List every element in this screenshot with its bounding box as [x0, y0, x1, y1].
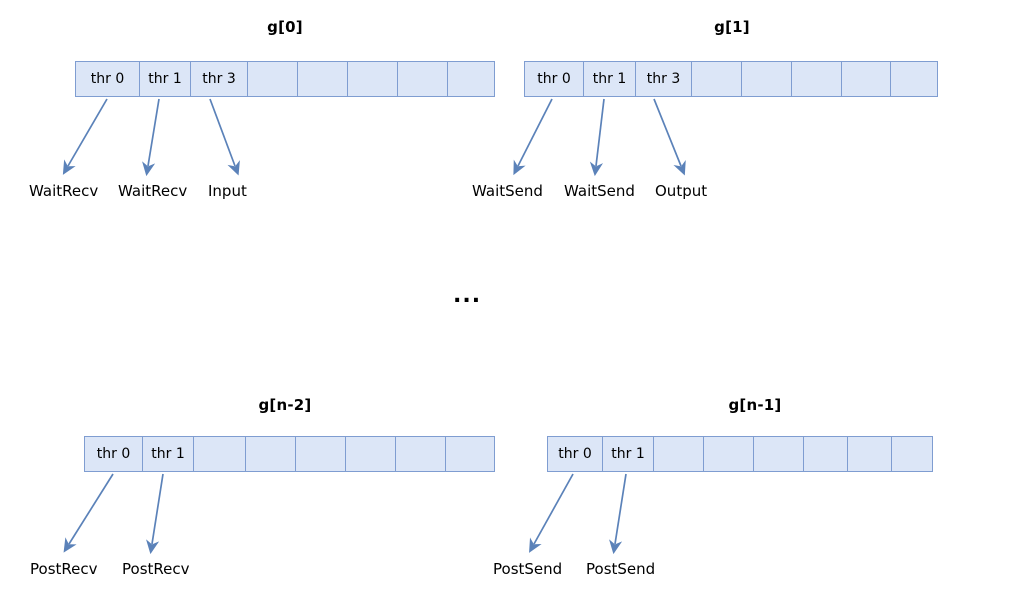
thread-cell[interactable]: thr 1: [584, 62, 636, 96]
group-title-g0: g[0]: [267, 18, 303, 36]
thread-cell-empty[interactable]: [246, 437, 296, 471]
group-title-gn1: g[n-1]: [728, 396, 782, 414]
thread-cell[interactable]: thr 0: [85, 437, 143, 471]
group-label-g1-0: WaitSend: [472, 182, 543, 200]
arrow-to-label: [589, 98, 605, 177]
thread-cell-empty[interactable]: [792, 62, 842, 96]
thread-cell[interactable]: thr 1: [143, 437, 194, 471]
thread-cell-empty[interactable]: [892, 437, 932, 471]
group-bar-g1: thr 0 thr 1 thr 3: [524, 61, 938, 97]
arrow-group-g1: [513, 98, 686, 177]
thread-cell-empty[interactable]: [296, 437, 346, 471]
thread-cell[interactable]: thr 0: [76, 62, 140, 96]
arrow-to-label: [209, 98, 240, 176]
thread-cell-empty[interactable]: [804, 437, 848, 471]
thread-cell[interactable]: thr 1: [140, 62, 191, 96]
thread-cell-empty[interactable]: [398, 62, 448, 96]
thread-cell-empty[interactable]: [654, 437, 704, 471]
group-title-gn2: g[n-2]: [258, 396, 312, 414]
group-label-g1-2: Output: [655, 182, 708, 200]
thread-cell-empty[interactable]: [842, 62, 891, 96]
arrow-to-label: [146, 473, 164, 555]
arrow-group-gn1: [529, 473, 627, 555]
group-title-g1: g[1]: [714, 18, 750, 36]
group-label-gn1-1: PostSend: [586, 560, 656, 578]
thread-cell-empty[interactable]: [346, 437, 396, 471]
thread-cell[interactable]: thr 3: [191, 62, 248, 96]
thread-cell-empty[interactable]: [742, 62, 792, 96]
group-label-gn2-0: PostRecv: [30, 560, 98, 578]
thread-cell-empty[interactable]: [348, 62, 398, 96]
thread-cell-empty[interactable]: [754, 437, 804, 471]
arrow-to-label: [609, 473, 627, 555]
group-label-g0-0: WaitRecv: [29, 182, 99, 200]
arrow-to-label: [63, 473, 114, 553]
thread-cell[interactable]: thr 0: [548, 437, 603, 471]
thread-cell[interactable]: thr 0: [525, 62, 584, 96]
thread-cell-empty[interactable]: [298, 62, 348, 96]
group-bar-gn1: thr 0 thr 1: [547, 436, 933, 472]
arrow-to-label: [529, 473, 574, 553]
arrow-to-label: [513, 98, 553, 176]
arrow-group-gn2: [63, 473, 164, 555]
group-bar-g0: thr 0 thr 1 thr 3: [75, 61, 495, 97]
group-label-g0-2: Input: [208, 182, 247, 200]
thread-cell-empty[interactable]: [704, 437, 754, 471]
thread-cell-empty[interactable]: [692, 62, 742, 96]
group-label-gn1-0: PostSend: [493, 560, 563, 578]
thread-cell-empty[interactable]: [194, 437, 246, 471]
group-label-g0-1: WaitRecv: [118, 182, 188, 200]
group-bar-gn2: thr 0 thr 1: [84, 436, 495, 472]
thread-cell[interactable]: thr 1: [603, 437, 654, 471]
arrow-to-label: [653, 98, 686, 176]
group-label-g1-1: WaitSend: [564, 182, 635, 200]
ellipsis-separator: ...: [453, 283, 482, 308]
thread-cell-empty[interactable]: [891, 62, 937, 96]
thread-cell-empty[interactable]: [396, 437, 446, 471]
arrow-group-g0: [62, 98, 240, 177]
arrow-to-label: [142, 98, 160, 177]
thread-cell[interactable]: thr 3: [636, 62, 692, 96]
thread-cell-empty[interactable]: [446, 437, 492, 471]
group-label-gn2-1: PostRecv: [122, 560, 190, 578]
thread-cell-empty[interactable]: [448, 62, 494, 96]
thread-cell-empty[interactable]: [248, 62, 298, 96]
thread-cell-empty[interactable]: [848, 437, 892, 471]
arrow-to-label: [62, 98, 108, 175]
